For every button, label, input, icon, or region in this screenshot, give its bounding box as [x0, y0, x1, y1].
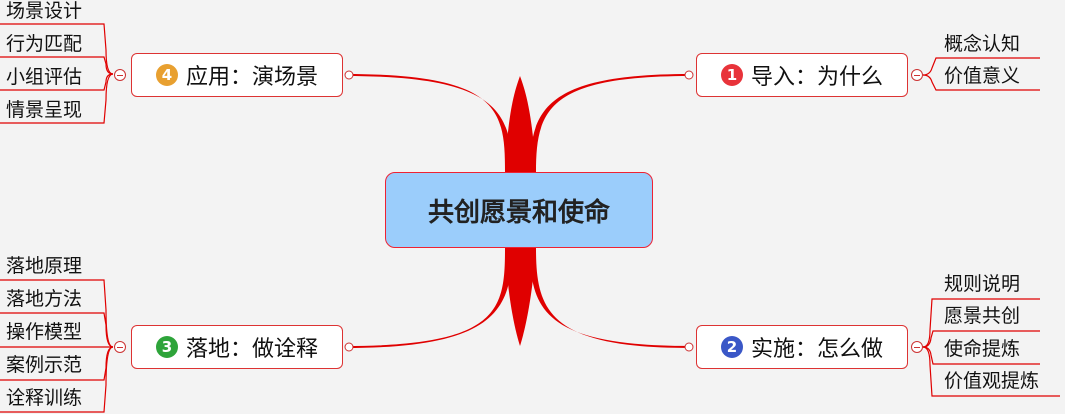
- leaf-item[interactable]: 落地原理: [6, 255, 83, 277]
- number-badge-icon: 4: [155, 64, 178, 86]
- leaf-item[interactable]: 场景设计: [6, 0, 83, 22]
- leaf-item[interactable]: 情景呈现: [6, 99, 83, 121]
- leaf-item[interactable]: 价值观提炼: [944, 370, 1040, 392]
- leaf-item[interactable]: 诠释训练: [6, 387, 83, 409]
- central-topic[interactable]: 共创愿景和使命: [385, 172, 653, 248]
- leaf-item[interactable]: 操作模型: [6, 321, 83, 343]
- leaf-connector-4d: [0, 73, 114, 124]
- number-badge-icon: 1: [720, 64, 743, 86]
- leaf-item[interactable]: 行为匹配: [6, 33, 83, 55]
- leaf-item[interactable]: 落地方法: [6, 288, 83, 310]
- topic-label: 实施：怎么做: [750, 337, 883, 362]
- leaf-connector-3e: [0, 346, 114, 413]
- anchor-dot: [344, 70, 354, 80]
- topic-label: 应用：演场景: [185, 65, 318, 90]
- anchor-dot: [684, 70, 694, 80]
- central-topic-label: 共创愿景和使命: [427, 197, 610, 228]
- trunk-bottom: [505, 248, 536, 346]
- topic-3[interactable]: 3 落地：做诠释: [131, 325, 343, 369]
- number-badge-icon: 2: [720, 336, 743, 358]
- leaf-item[interactable]: 小组评估: [6, 66, 83, 88]
- collapse-toggle-icon[interactable]: [911, 69, 923, 81]
- leaf-item[interactable]: 愿景共创: [944, 305, 1021, 327]
- anchor-dot: [344, 342, 354, 352]
- topic-label: 导入：为什么: [750, 65, 883, 90]
- leaf-item[interactable]: 案例示范: [6, 354, 83, 376]
- leaf-item[interactable]: 规则说明: [944, 273, 1021, 295]
- topic-1[interactable]: 1 导入：为什么: [696, 53, 908, 97]
- trunk-top: [505, 76, 536, 172]
- topic-2[interactable]: 2 实施：怎么做: [696, 325, 908, 369]
- trunk-top-left: [345, 74, 512, 172]
- leaf-item[interactable]: 概念认知: [944, 33, 1021, 55]
- trunk-bottom-left: [345, 248, 512, 348]
- collapse-toggle-icon[interactable]: [114, 69, 126, 81]
- collapse-toggle-icon[interactable]: [911, 341, 923, 353]
- leaf-connector-1b: [922, 74, 1040, 91]
- leaf-item[interactable]: 使命提炼: [944, 338, 1021, 360]
- anchor-dot: [684, 342, 694, 352]
- trunk-top-right: [530, 74, 690, 172]
- leaf-item[interactable]: 价值意义: [944, 65, 1021, 87]
- collapse-toggle-icon[interactable]: [114, 341, 126, 353]
- trunk-bottom-right: [530, 248, 690, 348]
- topic-label: 落地：做诠释: [185, 337, 318, 362]
- number-badge-icon: 3: [155, 336, 178, 358]
- leaf-connector-2d: [922, 346, 1060, 397]
- topic-4[interactable]: 4 应用：演场景: [131, 53, 343, 97]
